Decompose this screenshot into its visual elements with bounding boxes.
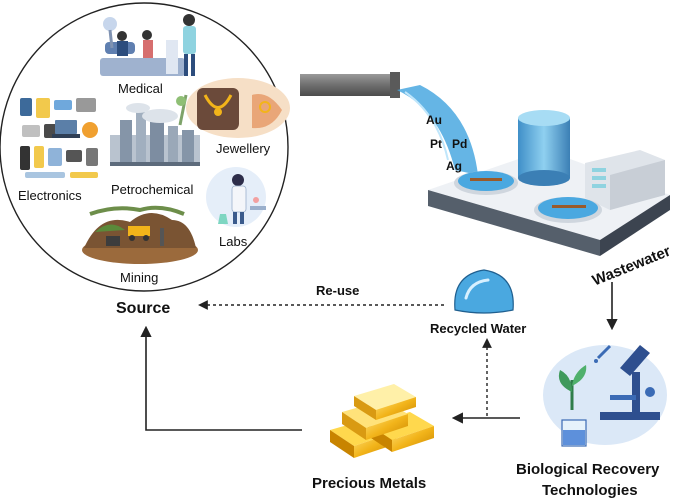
recycled-water-label: Recycled Water — [430, 321, 526, 336]
metal-au-label: Au — [426, 113, 442, 127]
mining-label: Mining — [120, 270, 158, 285]
electronics-illustration — [20, 98, 98, 178]
jewellery-label: Jewellery — [216, 141, 271, 156]
metal-pd-label: Pd — [452, 137, 467, 151]
labs-illustration — [206, 167, 266, 227]
source-title: Source — [116, 300, 170, 317]
precious-metals-label: Precious Metals — [312, 475, 426, 492]
bio-recovery-line1: Biological Recovery — [516, 461, 660, 478]
treatment-plant — [428, 110, 670, 256]
medical-label: Medical — [118, 81, 163, 96]
pipe — [300, 72, 400, 98]
petrochemical-illustration — [110, 103, 200, 166]
water-stream — [397, 85, 478, 175]
arrow-metals-to-source — [140, 325, 302, 431]
reuse-label: Re-use — [316, 283, 359, 298]
jewellery-illustration — [176, 78, 290, 138]
bio-recovery-line2: Technologies — [542, 482, 638, 499]
mining-illustration — [82, 205, 198, 264]
medical-illustration — [100, 14, 196, 76]
electronics-label: Electronics — [18, 188, 82, 203]
labs-label: Labs — [219, 234, 248, 249]
biological-recovery-illustration — [543, 344, 667, 447]
petrochemical-label: Petrochemical — [111, 182, 193, 197]
gold-bars-illustration — [330, 384, 434, 458]
water-drop-icon — [454, 269, 514, 314]
metal-ag-label: Ag — [446, 159, 462, 173]
metal-pt-label: Pt — [430, 137, 442, 151]
